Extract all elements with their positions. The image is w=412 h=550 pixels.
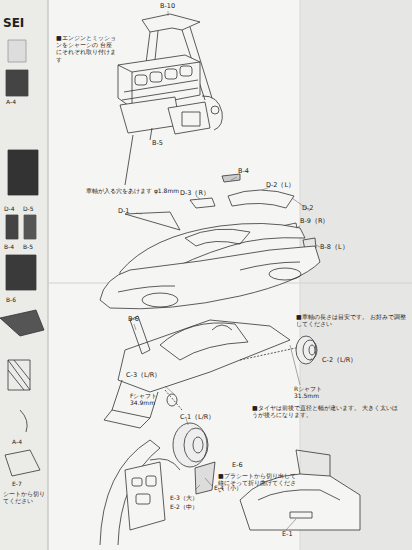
- body-shell: [100, 174, 320, 309]
- instruction-note: 車軸が入る穴をあけます φ1.8mm: [86, 187, 179, 194]
- part-number: B-4: [238, 168, 249, 176]
- part-number: E-6: [232, 462, 243, 470]
- part-photo: [8, 150, 38, 195]
- part-number: E-2（中）: [170, 503, 198, 510]
- wheel: [167, 394, 208, 467]
- part-number: B-5: [23, 243, 33, 250]
- part-number: E-1: [282, 531, 293, 539]
- instruction-note: ■エンジンとミッションをシャーシの 台座にそれぞれ取り付けます: [56, 34, 116, 63]
- dimension: Fシャフト 34.9mm: [130, 392, 164, 406]
- part-number: A-4: [6, 98, 16, 105]
- part-number: C-2（L/R）: [322, 357, 357, 365]
- wheel: [296, 336, 317, 364]
- part-number: A-4: [12, 438, 22, 445]
- part-number: D-2: [302, 205, 314, 213]
- part-number: B-4: [4, 243, 14, 250]
- engine-assembly: [118, 14, 222, 185]
- part-photo: [6, 70, 28, 96]
- part-number: B-10: [160, 3, 175, 11]
- instruction-note: ■プラシートから切り出して 線にそって折り曲げてください: [218, 472, 296, 494]
- windscreen-part: [240, 450, 360, 530]
- instruction-note: ■タイヤは前後で直径と幅が違います。 大きく太いほうが後ろになります。: [252, 404, 402, 418]
- part-number: D-5: [23, 205, 34, 212]
- part-number: B-6: [128, 316, 139, 324]
- instruction-note: シートから切り てください: [3, 490, 45, 504]
- part-number: D-3（R）: [180, 190, 210, 198]
- part-number: D-2（L）: [266, 182, 295, 190]
- dimension: Rシャフト 31.5mm: [294, 385, 330, 399]
- part-number: B-5: [152, 140, 163, 148]
- right-page: [300, 0, 412, 550]
- brand-mark: SEI: [3, 16, 24, 30]
- part-number: B-6: [6, 296, 16, 303]
- part-number: C-3（L/R）: [126, 372, 161, 380]
- part-photo: [8, 40, 26, 62]
- headlight-detail: [100, 440, 215, 545]
- instruction-note: ■車軸の長さは目安です。 お好みで調整してください: [296, 313, 406, 327]
- part-number: D-1: [118, 208, 130, 216]
- part-number: B-9（R）: [300, 218, 329, 226]
- part-number: B-8（L）: [320, 244, 349, 252]
- part-number: C-1（L/R）: [180, 414, 215, 422]
- left-page: [0, 0, 48, 550]
- part-number: E-3（大）: [170, 494, 198, 501]
- part-number: D-4: [4, 205, 15, 212]
- part-number: E-7: [12, 480, 22, 487]
